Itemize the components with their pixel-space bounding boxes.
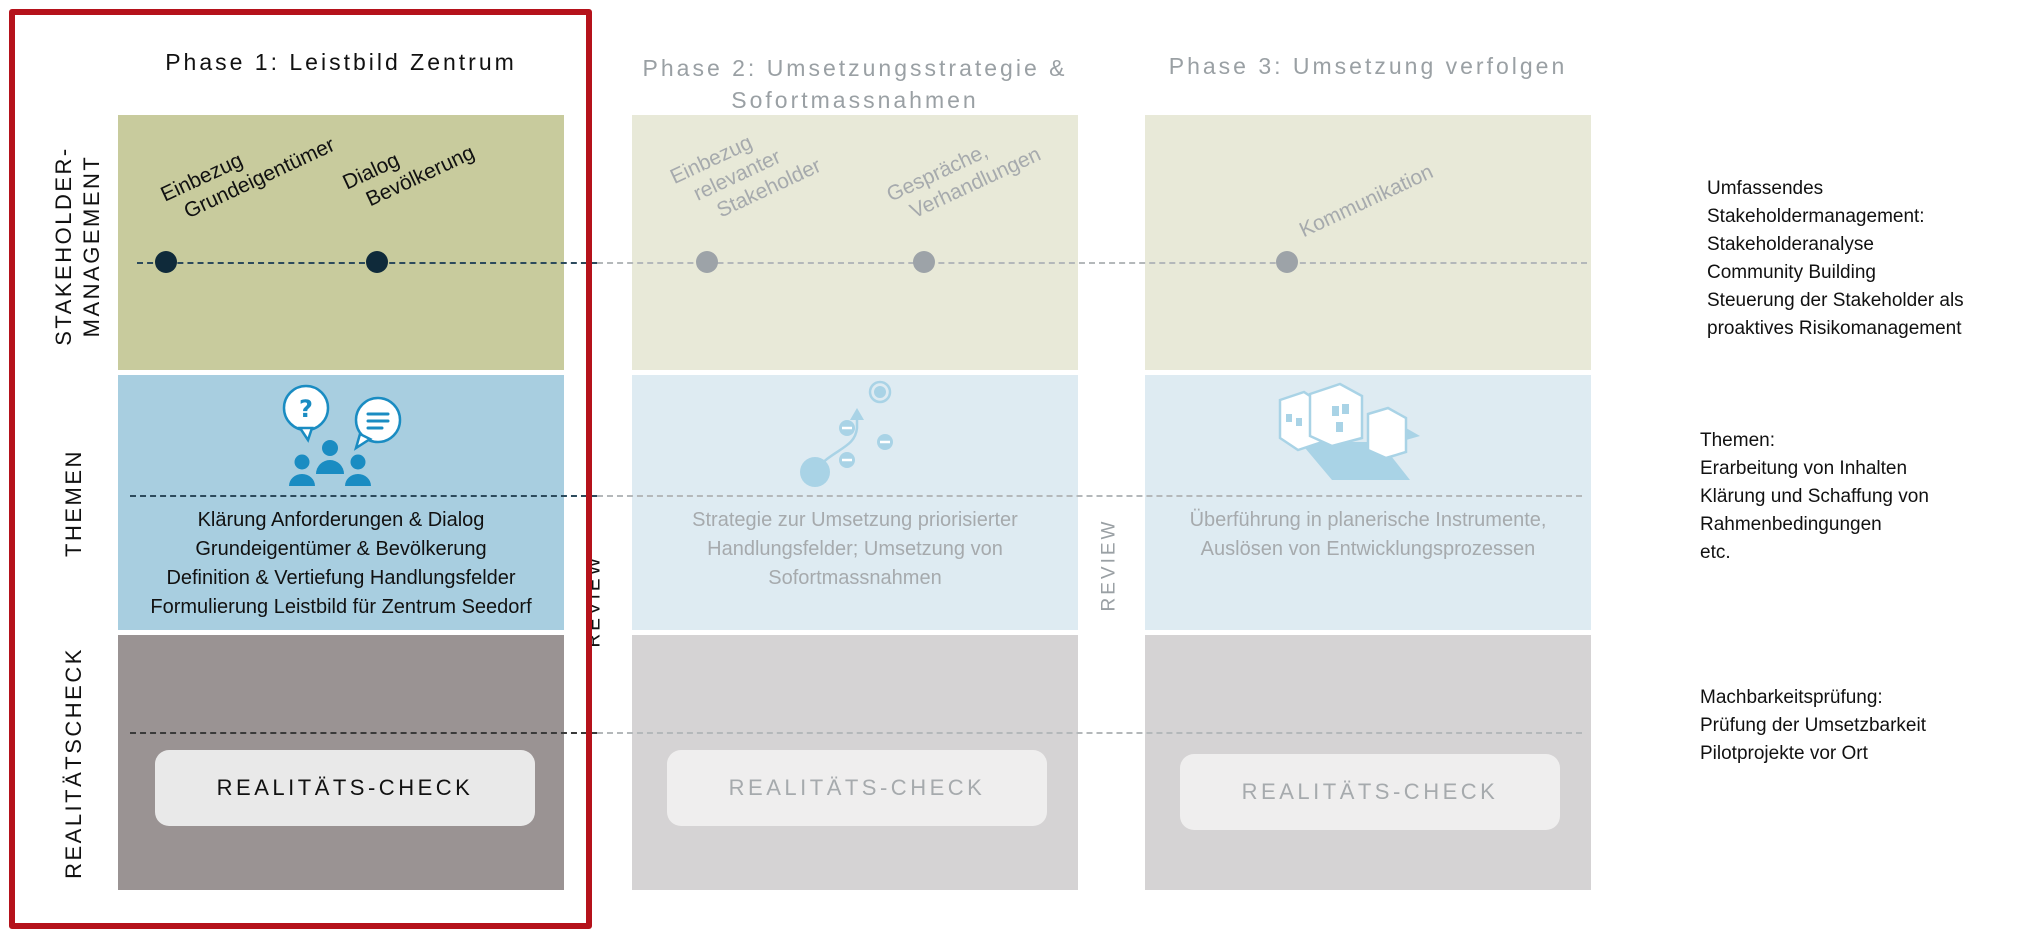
svg-text:?: ? <box>299 395 313 423</box>
p3-themen-text: Überführung in planerische Instrumente, … <box>1145 506 1591 564</box>
themen-text-line: Strategie zur Umsetzung priorisierter <box>692 509 1018 531</box>
stakeholder-timeline-faded <box>597 262 1587 264</box>
side-note-line: Themen: <box>1700 430 1775 451</box>
side-note-realitaet: Machbarkeitsprüfung: Prüfung der Umsetzb… <box>1700 684 1926 768</box>
p1-themen-text: Klärung Anforderungen & Dialog Grundeige… <box>118 506 564 622</box>
side-note-line: Community Building <box>1707 262 1876 283</box>
side-note-line: Steuerung der Stakeholder als <box>1707 290 1964 311</box>
review-label-2: REVIEW <box>1098 518 1120 612</box>
side-note-line: proaktives Risikomanagement <box>1707 318 1962 339</box>
realitaet-timeline <box>130 732 597 734</box>
side-note-line: etc. <box>1700 542 1731 563</box>
side-note-stakeholder: Umfassendes Stakeholdermanagement: Stake… <box>1707 175 1964 343</box>
side-note-line: Erarbeitung von Inhalten <box>1700 458 1908 479</box>
themen-text-line: Auslösen von Entwicklungsprozessen <box>1200 538 1536 560</box>
themen-timeline-faded <box>597 495 1582 497</box>
p3-stakeholder-cell <box>1145 115 1591 370</box>
realitaet-timeline-faded <box>597 732 1582 734</box>
phase-3-title: Phase 3: Umsetzung verfolgen <box>1168 53 1568 79</box>
side-note-line: Pilotprojekte vor Ort <box>1700 743 1868 764</box>
p3-reality-check-box: REALITÄTS-CHECK <box>1180 754 1560 830</box>
side-note-line: Machbarkeitsprüfung: <box>1700 687 1883 708</box>
milestone-dot <box>913 251 935 273</box>
themen-timeline <box>130 495 597 497</box>
milestone-dot <box>1276 251 1298 273</box>
phase-2-title: Phase 2: Umsetzungsstrategie & Sofortmas… <box>620 52 1090 116</box>
themen-text-line: Formulierung Leistbild für Zentrum Seedo… <box>150 596 532 618</box>
themen-text-line: Klärung Anforderungen & Dialog <box>197 509 485 531</box>
milestone-dot <box>696 251 718 273</box>
themen-text-line: Sofortmassnahmen <box>768 567 942 589</box>
phase-1-highlight-frame <box>9 9 592 929</box>
people-dialog-icon: ? <box>282 384 402 486</box>
themen-text-line: Grundeigentümer & Bevölkerung <box>195 538 487 560</box>
side-note-line: Prüfung der Umsetzbarkeit <box>1700 715 1926 736</box>
milestone-dot <box>155 251 177 273</box>
phase-2-title-line2: Sofortmassnahmen <box>731 87 979 113</box>
strategy-path-icon <box>800 380 893 487</box>
themen-text-line: Handlungsfelder; Umsetzung von <box>707 538 1003 560</box>
side-note-line: Umfassendes <box>1707 178 1824 199</box>
side-note-line: Rahmenbedingungen <box>1700 514 1882 535</box>
p1-reality-check-box: REALITÄTS-CHECK <box>155 750 535 826</box>
p1-themen-cell <box>118 375 564 630</box>
milestone-dot <box>366 251 388 273</box>
side-note-line: Stakeholderanalyse <box>1707 234 1874 255</box>
side-note-themen: Themen: Erarbeitung von Inhalten Klärung… <box>1700 427 1929 567</box>
p1-stakeholder-cell <box>118 115 564 370</box>
p2-themen-text: Strategie zur Umsetzung priorisierter Ha… <box>632 506 1078 593</box>
themen-text-line: Definition & Vertiefung Handlungsfelder <box>166 567 516 589</box>
p2-reality-check-box: REALITÄTS-CHECK <box>667 750 1047 826</box>
buildings-icon <box>1278 382 1420 480</box>
side-note-line: Klärung und Schaffung von <box>1700 486 1929 507</box>
themen-text-line: Überführung in planerische Instrumente, <box>1189 509 1547 531</box>
side-note-line: Stakeholdermanagement: <box>1707 206 1925 227</box>
phase-2-title-line1: Phase 2: Umsetzungsstrategie & <box>642 55 1068 81</box>
phase-1-title: Phase 1: Leistbild Zentrum <box>165 49 517 75</box>
p2-stakeholder-cell <box>632 115 1078 370</box>
